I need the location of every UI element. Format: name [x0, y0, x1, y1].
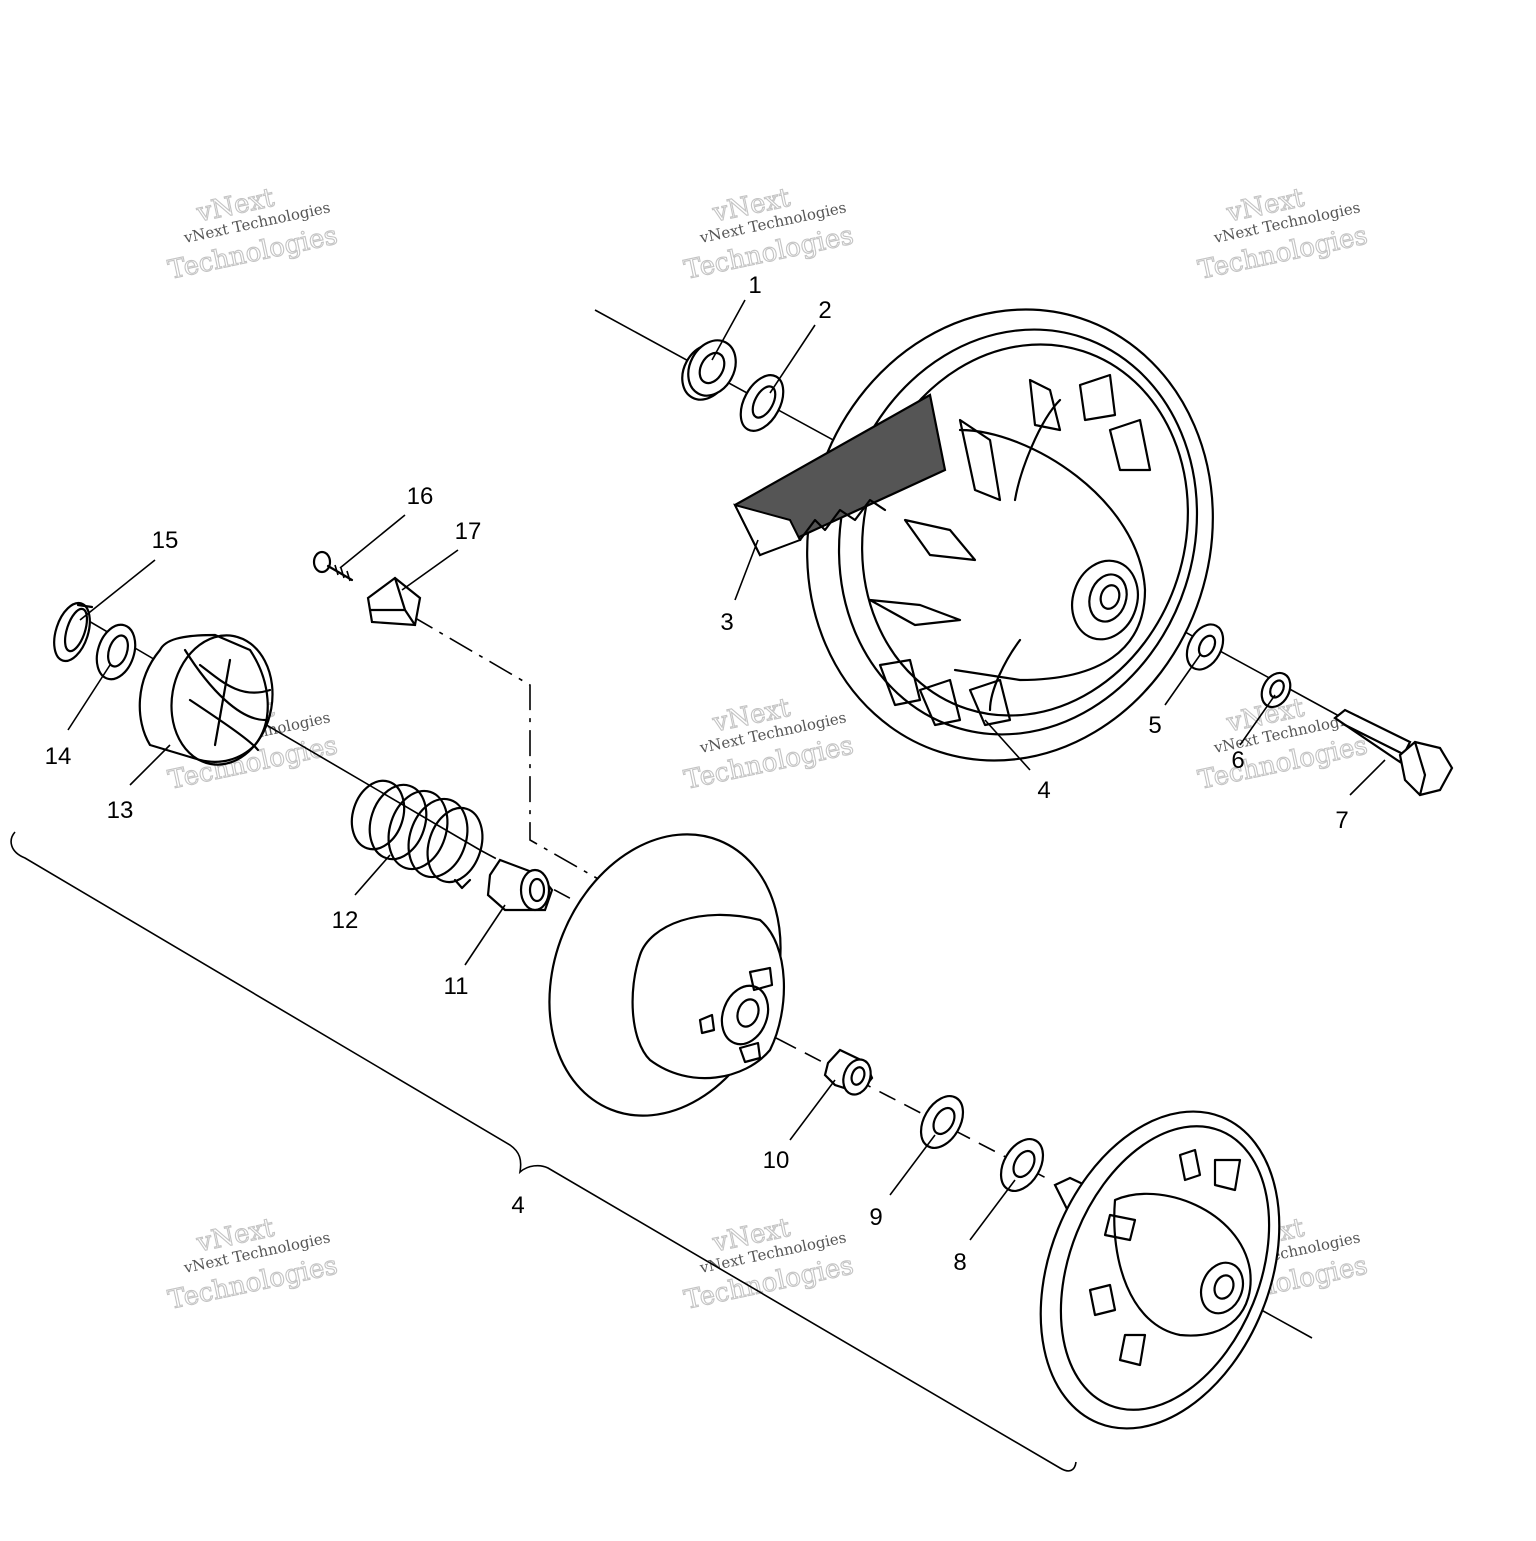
watermark-bottom-center: vNext vNext Technologies Technologies	[681, 1212, 857, 1316]
part-16-screw	[312, 550, 354, 582]
part-12-spring	[350, 779, 484, 890]
part-7-bolt	[1333, 708, 1454, 797]
callout-8: 8	[953, 1249, 966, 1276]
callout-11: 11	[444, 973, 469, 1000]
callout-2: 2	[818, 297, 831, 324]
watermark-bottom-left: vNext vNext Technologies Technologies	[165, 1212, 341, 1316]
part-11-bushing	[486, 858, 554, 912]
part-10-bushing	[823, 1048, 874, 1096]
part-8-washer	[999, 1138, 1045, 1192]
part-13-cam	[138, 633, 274, 766]
part-2-washer	[739, 374, 785, 432]
watermark-mid-center: vNext vNext Technologies Technologies	[681, 692, 857, 796]
watermark-top-left: vNext vNext Technologies Technologies	[165, 182, 341, 286]
part-5-washer	[1185, 623, 1225, 671]
callout-4: 4	[1037, 777, 1050, 804]
part-9-washer	[919, 1095, 965, 1149]
callout-6: 6	[1231, 747, 1244, 774]
part-1-bearing	[681, 339, 737, 401]
callout-1: 1	[748, 272, 761, 299]
assembly-brace	[10, 831, 1077, 1472]
callout-14: 14	[45, 743, 72, 770]
callout-15: 15	[152, 527, 179, 554]
part-4-movable-sheave	[548, 833, 786, 1117]
callout-17: 17	[455, 518, 482, 545]
leader-lines	[67, 299, 1386, 1241]
part-14-washer	[95, 623, 137, 681]
callout-13: 13	[107, 797, 134, 824]
callout-assembly-4: 4	[511, 1192, 524, 1219]
callout-9: 9	[869, 1204, 882, 1231]
part-17-slider	[366, 576, 422, 627]
callout-10: 10	[763, 1147, 790, 1174]
callout-12: 12	[332, 907, 359, 934]
callout-7: 7	[1335, 807, 1348, 834]
part-3-belt	[733, 393, 947, 557]
callout-16: 16	[407, 483, 434, 510]
fixed-sheave	[1039, 1110, 1281, 1430]
callout-labels: 1 2 3 4 5 6 7 8 9 10 11 12 13 14 15 16 1…	[45, 272, 1349, 1276]
callout-5: 5	[1148, 712, 1161, 739]
watermark-top-center: vNext vNext Technologies Technologies	[681, 182, 857, 286]
watermark-top-right: vNext vNext Technologies Technologies	[1195, 182, 1371, 286]
part-15-snap-ring	[53, 601, 94, 663]
callout-3: 3	[720, 609, 733, 636]
